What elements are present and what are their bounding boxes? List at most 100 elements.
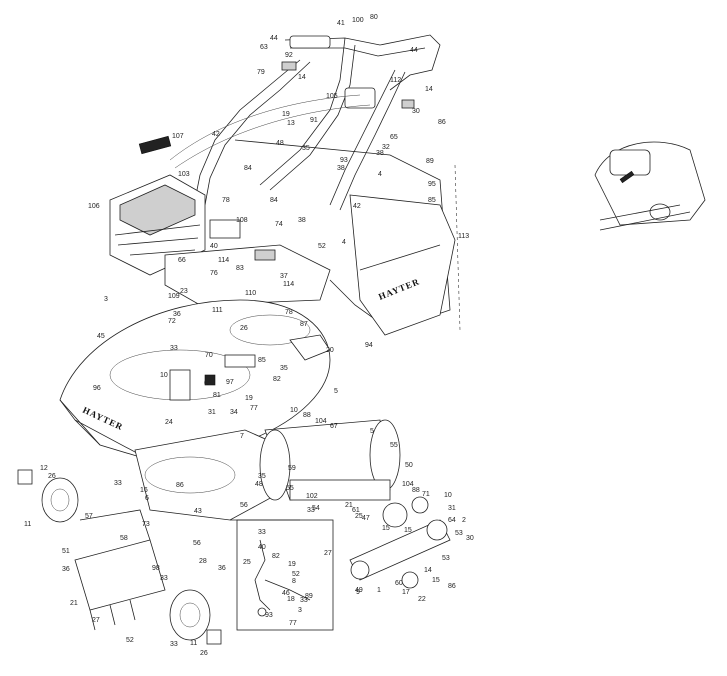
callout: 66 xyxy=(178,257,186,264)
callout: 23 xyxy=(180,288,188,295)
callout: 107 xyxy=(172,133,184,140)
callout: 26 xyxy=(48,473,56,480)
callout: 110 xyxy=(245,290,256,297)
callout: 70 xyxy=(205,352,213,359)
callout: 6 xyxy=(145,495,149,502)
callout: 78 xyxy=(222,197,230,204)
callout: 97 xyxy=(226,379,234,386)
callout: 86 xyxy=(176,482,184,489)
callout: 64 xyxy=(448,517,456,524)
callout: 19 xyxy=(282,111,290,118)
callout: 42 xyxy=(212,131,220,138)
callout: 36 xyxy=(218,565,226,572)
callout: 12 xyxy=(40,465,48,472)
callout: 32 xyxy=(382,144,390,151)
callout: 52 xyxy=(318,243,326,250)
callout: 85 xyxy=(258,357,266,364)
callout: 19 xyxy=(245,395,253,402)
callout: 33 xyxy=(170,641,178,648)
callout: 33 xyxy=(170,345,178,352)
part-callouts: 41 100 80 44 63 92 44 79 14 14 112 105 1… xyxy=(24,14,474,657)
callout: 40 xyxy=(258,544,266,551)
callout: 14 xyxy=(425,86,433,93)
handle-assembly xyxy=(169,34,441,211)
callout: 109 xyxy=(168,293,180,300)
callout: 34 xyxy=(230,409,238,416)
callout: 31 xyxy=(448,505,456,512)
callout: 10 xyxy=(290,407,298,414)
callout: 33 xyxy=(258,529,266,536)
callout: 104 xyxy=(402,481,414,488)
callout: 48 xyxy=(255,481,263,488)
callout: 82 xyxy=(273,376,281,383)
callout: 33 xyxy=(160,575,168,582)
callout: 38 xyxy=(298,217,306,224)
callout: 2 xyxy=(462,517,466,524)
callout: 27 xyxy=(92,617,100,624)
roller-drum xyxy=(259,419,401,501)
callout: 93 xyxy=(340,157,348,164)
callout: 30 xyxy=(412,108,420,115)
callout: 48 xyxy=(276,140,284,147)
callout: 91 xyxy=(310,117,318,124)
callout: 52 xyxy=(126,637,134,644)
callout: 106 xyxy=(88,203,100,210)
callout: 22 xyxy=(418,596,426,603)
callout: 103 xyxy=(178,171,190,178)
callout: 35 xyxy=(280,365,288,372)
callout: 108 xyxy=(236,217,248,224)
rear-flap xyxy=(74,509,166,631)
callout: 89 xyxy=(426,158,434,165)
callout: 113 xyxy=(458,233,469,240)
callout: 36 xyxy=(62,566,70,573)
callout: 51 xyxy=(62,548,70,555)
callout: 36 xyxy=(173,311,181,318)
callout: 40 xyxy=(210,243,218,250)
callout: 14 xyxy=(298,74,306,81)
callout: 93 xyxy=(265,612,273,619)
callout: 44 xyxy=(270,35,278,42)
callout: 31 xyxy=(208,409,216,416)
callout: 92 xyxy=(285,52,293,59)
callout: 49 xyxy=(355,587,363,594)
callout: 19 xyxy=(288,561,296,568)
callout: 86 xyxy=(448,583,456,590)
grass-bag: HAYTER xyxy=(234,139,461,336)
callout: 77 xyxy=(250,405,258,412)
callout: 11 xyxy=(24,521,31,528)
callout: 30 xyxy=(466,535,474,542)
callout: 3 xyxy=(298,607,302,614)
callout: 7 xyxy=(240,433,244,440)
callout: 105 xyxy=(326,93,338,100)
callout: 56 xyxy=(240,502,248,509)
callout: 94 xyxy=(365,342,373,349)
detail-inset xyxy=(236,519,334,631)
callout: 69 xyxy=(204,380,212,387)
drive-train xyxy=(349,496,451,589)
callout: 16 xyxy=(140,487,148,494)
callout: 84 xyxy=(244,165,252,172)
callout: 46 xyxy=(282,590,290,597)
callout: 44 xyxy=(410,47,418,54)
upper-plate xyxy=(164,244,331,306)
callout: 80 xyxy=(370,14,378,21)
callout: 54 xyxy=(312,505,320,512)
callout: 102 xyxy=(306,493,318,500)
callout: 72 xyxy=(168,318,176,325)
callout: 63 xyxy=(260,44,268,51)
callout: 25 xyxy=(243,559,251,566)
callout: 57 xyxy=(85,513,93,520)
callout: 73 xyxy=(142,521,150,528)
callout: 55 xyxy=(390,442,398,449)
callout: 86 xyxy=(438,119,446,126)
callout: 53 xyxy=(455,530,463,537)
callout: 1 xyxy=(377,587,381,594)
callout: 25 xyxy=(355,513,363,520)
callout: 11 xyxy=(190,640,197,647)
callout: 65 xyxy=(390,134,398,141)
callout: 42 xyxy=(353,203,361,210)
callout: 81 xyxy=(213,392,221,399)
callout: 33 xyxy=(307,507,315,514)
callout: 5 xyxy=(334,388,338,395)
wheels xyxy=(17,469,222,645)
